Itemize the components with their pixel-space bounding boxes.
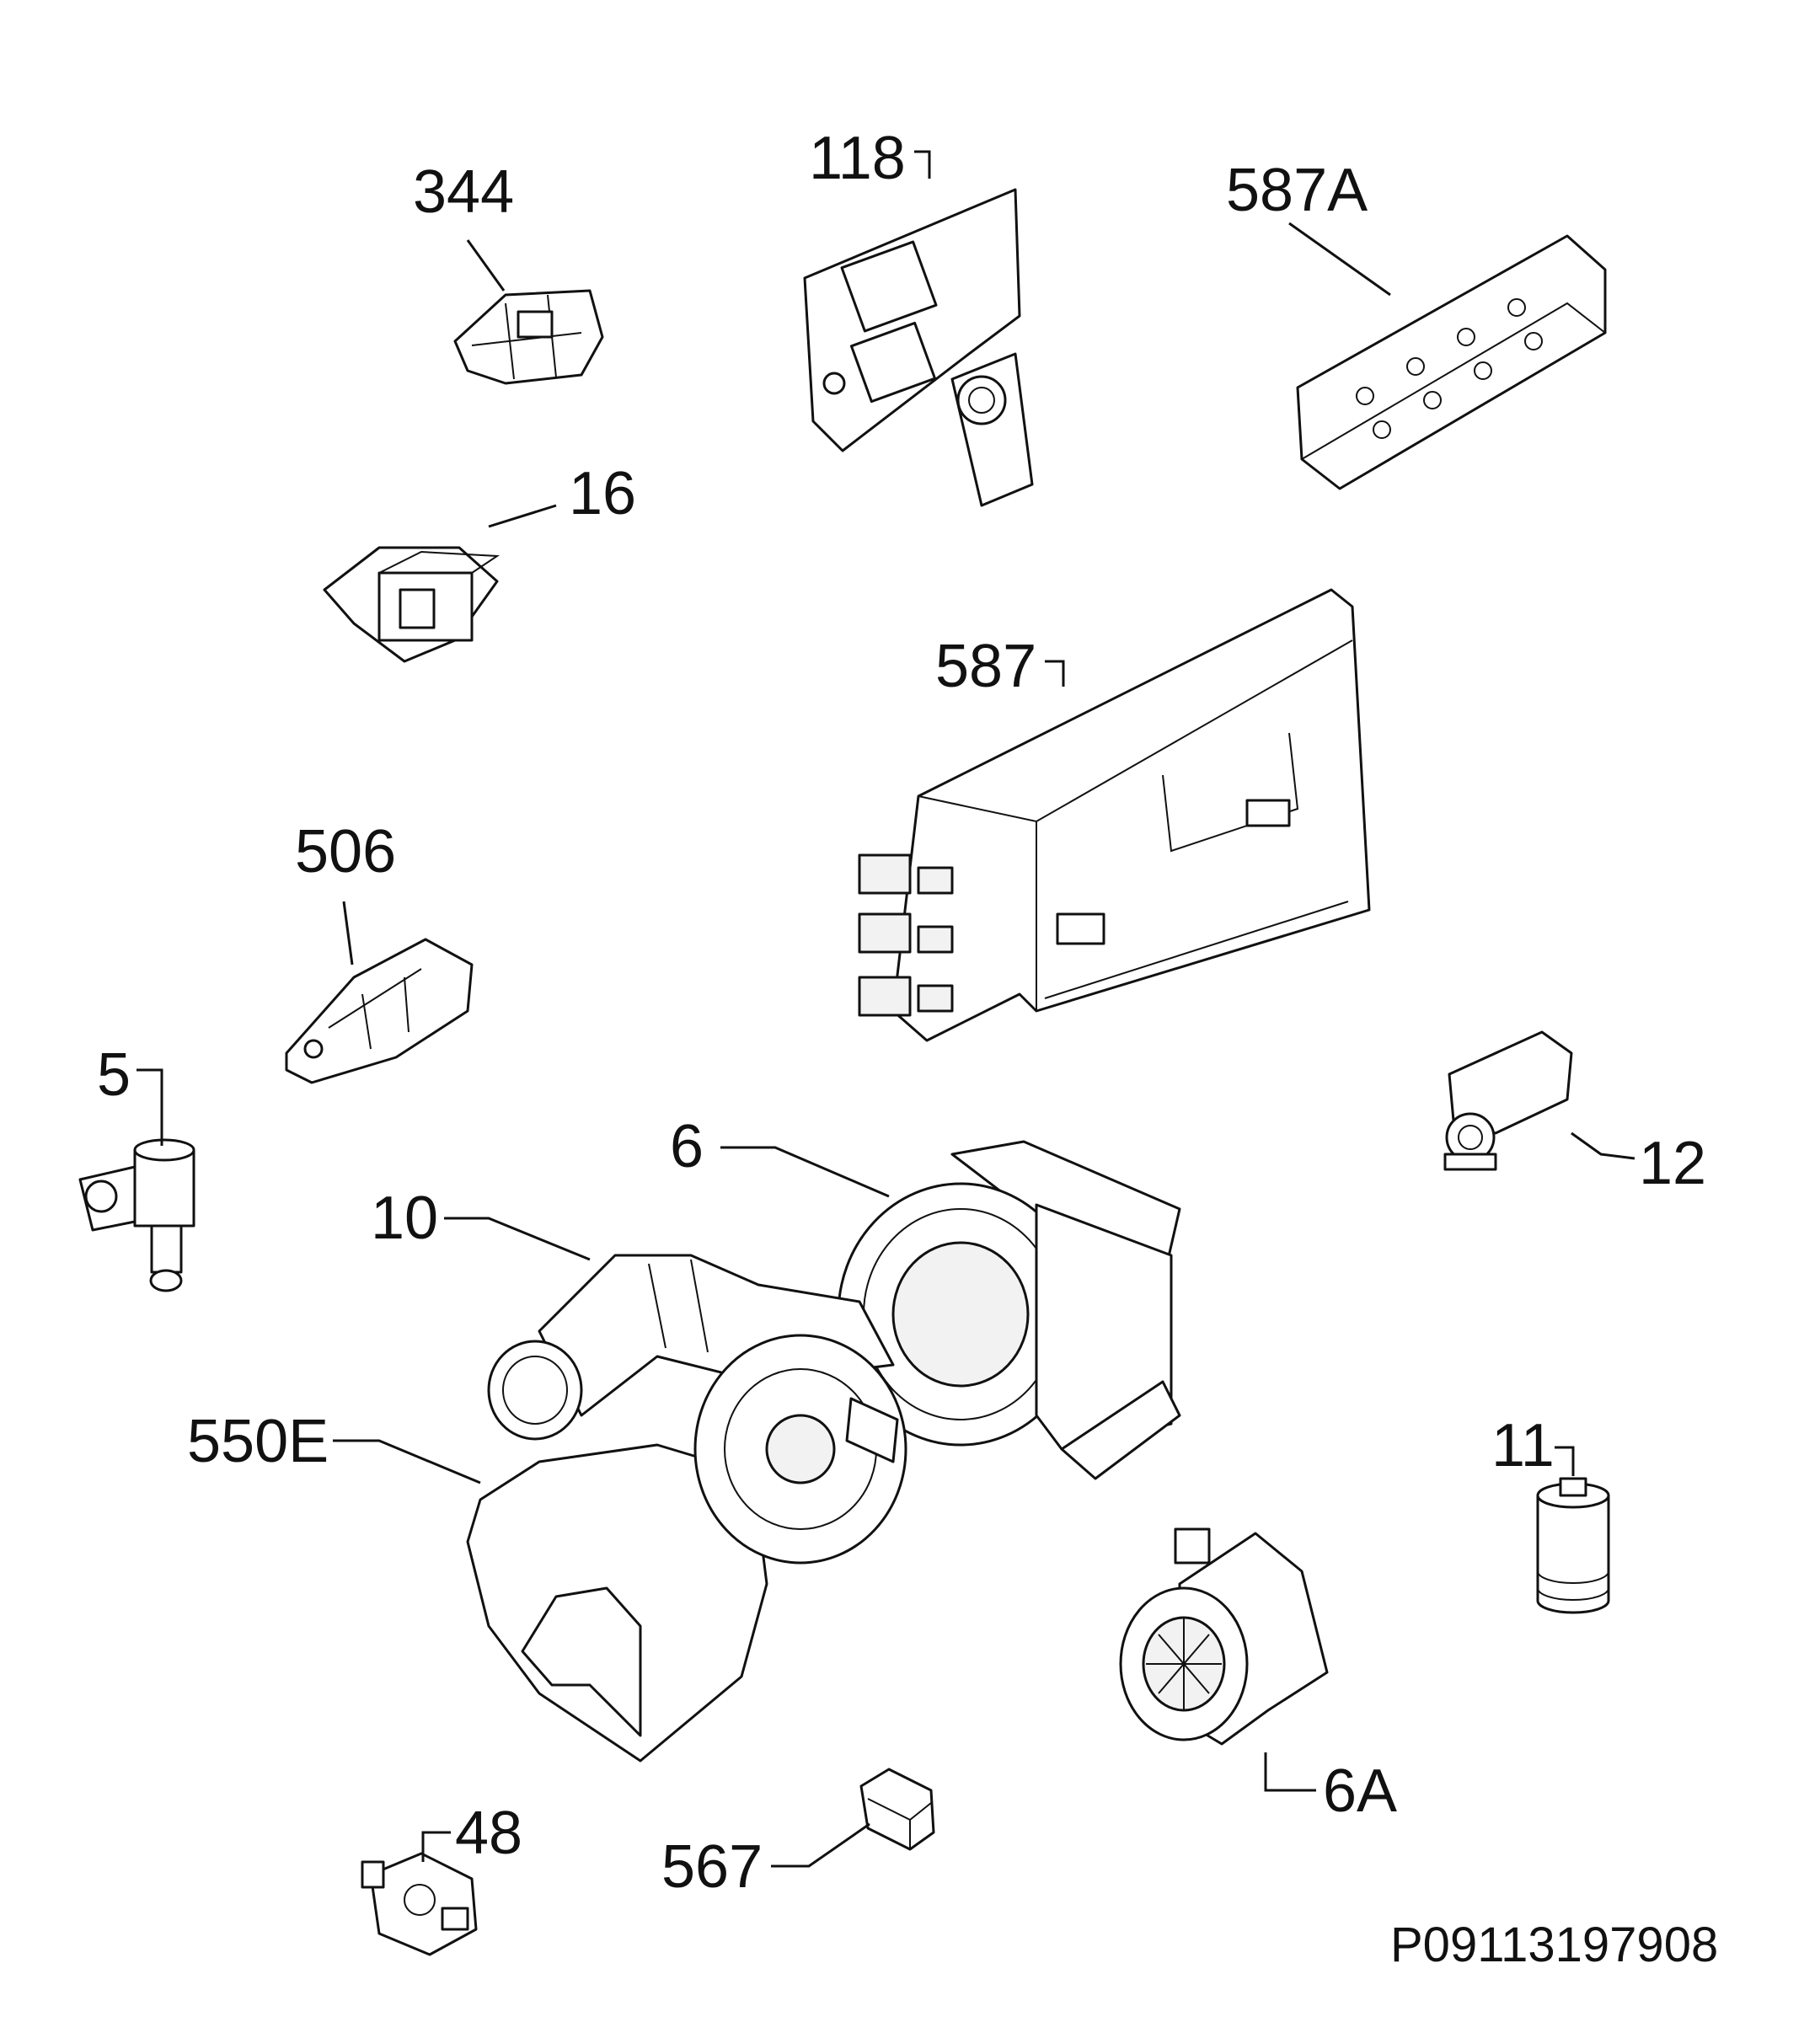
- part-11-drawing: [1536, 1477, 1610, 1614]
- leader-16: [488, 504, 557, 528]
- part-550E-drawing: [466, 1334, 907, 1763]
- part-567-drawing: [859, 1768, 935, 1851]
- leader-11: [1555, 1446, 1575, 1476]
- label-16: 16: [569, 460, 636, 527]
- label-587: 587: [935, 633, 1036, 700]
- part-587A-drawing: [1296, 234, 1607, 490]
- part-506-drawing: [285, 938, 474, 1084]
- part-6A-drawing: [1119, 1527, 1329, 1746]
- part-48-drawing: [361, 1852, 478, 1956]
- label-48: 48: [455, 1800, 522, 1867]
- part-118-drawing: [803, 188, 1034, 507]
- label-344: 344: [413, 158, 514, 226]
- leader-6: [720, 1146, 890, 1198]
- leader-550E: [333, 1439, 481, 1484]
- label-6: 6: [670, 1113, 704, 1180]
- leader-6A: [1264, 1752, 1316, 1792]
- label-118: 118: [809, 125, 906, 192]
- part-12-drawing: [1443, 1030, 1573, 1171]
- leader-587A: [1288, 222, 1391, 297]
- part-6-drawing: [837, 1140, 1181, 1480]
- leader-587: [1045, 660, 1065, 687]
- label-567: 567: [661, 1833, 763, 1901]
- leader-12: [1571, 1131, 1635, 1160]
- leader-118: [914, 150, 931, 179]
- label-5: 5: [97, 1041, 131, 1109]
- label-10: 10: [371, 1185, 438, 1252]
- label-506: 506: [295, 818, 396, 885]
- label-550E: 550E: [187, 1408, 329, 1475]
- leader-344: [466, 239, 506, 292]
- leader-10: [444, 1217, 591, 1261]
- diagram-code: P09113197908: [1390, 1918, 1718, 1972]
- part-5-drawing: [78, 1138, 195, 1292]
- label-11: 11: [1491, 1412, 1555, 1479]
- label-12: 12: [1639, 1130, 1706, 1197]
- part-16-drawing: [323, 546, 500, 663]
- label-6A: 6A: [1323, 1757, 1397, 1825]
- part-344-drawing: [453, 289, 604, 385]
- leader-506: [342, 901, 354, 966]
- leader-5: [136, 1068, 163, 1146]
- part-587-drawing: [858, 588, 1371, 1042]
- label-587A: 587A: [1226, 157, 1368, 224]
- leader-48: [421, 1831, 451, 1862]
- leader-567: [771, 1822, 870, 1868]
